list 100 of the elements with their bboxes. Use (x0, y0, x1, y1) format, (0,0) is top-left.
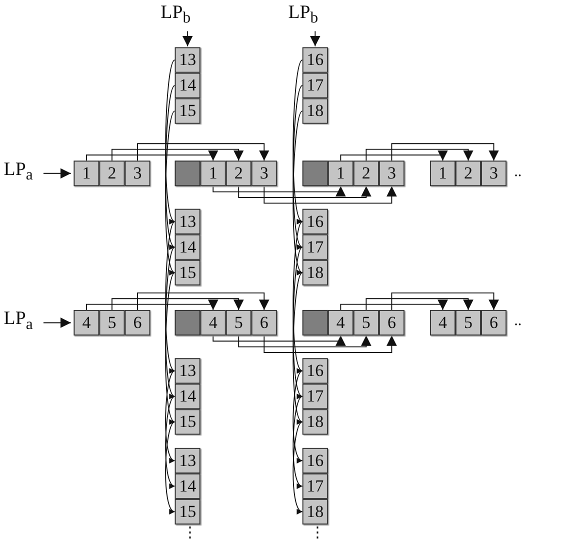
elbow-arrow (112, 148, 244, 162)
elbow-arrow (212, 335, 346, 346)
shaded-cell (302, 310, 328, 336)
arrow (43, 168, 72, 179)
number-cell: 2 (353, 160, 379, 186)
arrow (182, 30, 193, 47)
elbow-arrow (86, 300, 218, 310)
curved-arrow (165, 246, 176, 397)
ellipsis: .. (514, 312, 522, 330)
number-cell: 17 (302, 234, 328, 260)
number-cell: 17 (302, 72, 328, 98)
number-cell: 14 (174, 72, 200, 98)
curved-arrow (292, 110, 303, 274)
input-label: LP$_{a}$ (4, 158, 33, 184)
number-cell: 13 (174, 448, 200, 474)
input-label: LP$_{b}$ (288, 2, 318, 28)
number-cell: 3 (481, 160, 507, 186)
elbow-arrow (137, 292, 270, 310)
ellipsis: ⋮ (182, 523, 198, 542)
number-cell: 15 (174, 260, 200, 286)
curved-arrow (292, 60, 303, 222)
number-cell: 6 (481, 310, 507, 336)
curved-arrow (165, 85, 176, 248)
number-cell: 18 (302, 409, 328, 435)
number-cell: 13 (174, 358, 200, 384)
elbow-arrow (366, 298, 474, 310)
elbow-arrow (340, 300, 448, 310)
elbow-arrow (238, 335, 372, 348)
elbow-arrow (212, 186, 346, 197)
number-cell: 6 (378, 310, 404, 336)
number-cell: 2 (226, 160, 252, 186)
number-cell: 5 (226, 310, 252, 336)
number-cell: 15 (174, 409, 200, 435)
input-label: LP$_{b}$ (160, 2, 191, 28)
elbow-arrow (366, 148, 474, 162)
ellipsis: ⋮ (310, 523, 326, 542)
number-cell: 16 (302, 47, 328, 73)
number-cell: 18 (302, 498, 328, 524)
number-cell: 1 (328, 160, 354, 186)
number-cell: 13 (174, 47, 200, 73)
number-cell: 15 (174, 498, 200, 524)
curved-arrow (292, 421, 303, 512)
arrow (43, 318, 72, 328)
curved-arrow (165, 421, 176, 512)
curved-arrow (165, 110, 176, 274)
shaded-cell (174, 160, 200, 186)
number-cell: 6 (124, 310, 150, 336)
number-cell: 4 (430, 310, 456, 336)
elbow-arrow (264, 335, 397, 353)
number-cell: 16 (302, 208, 328, 234)
number-cell: 13 (174, 208, 200, 234)
number-cell: 14 (174, 234, 200, 260)
elbow-arrow (340, 150, 448, 162)
input-label: LP$_{a}$ (4, 308, 33, 334)
curved-arrow (165, 221, 176, 372)
curved-arrow (292, 396, 303, 487)
elbow-arrow (391, 143, 499, 162)
number-cell: 17 (302, 473, 328, 499)
number-cell: 5 (99, 310, 125, 336)
number-cell: 17 (302, 384, 328, 410)
curved-arrow (165, 370, 176, 462)
elbow-arrow (86, 150, 218, 162)
curved-arrow (292, 85, 303, 248)
number-cell: 14 (174, 473, 200, 499)
number-cell: 6 (251, 310, 277, 336)
number-cell: 3 (124, 160, 150, 186)
number-cell: 4 (74, 310, 100, 336)
number-cell: 3 (378, 160, 404, 186)
number-cell: 5 (353, 310, 379, 336)
number-cell: 15 (174, 98, 200, 124)
elbow-arrow (112, 298, 244, 310)
number-cell: 4 (200, 310, 226, 336)
curved-arrow (292, 246, 303, 397)
elbow-arrow (238, 186, 372, 198)
number-cell: 2 (456, 160, 481, 186)
curved-arrow (165, 60, 176, 222)
ellipsis: .. (514, 163, 522, 180)
number-cell: 1 (200, 160, 226, 186)
number-cell: 16 (302, 448, 328, 474)
number-cell: 18 (302, 260, 328, 286)
arrow (310, 30, 320, 47)
number-cell: 5 (456, 310, 481, 336)
elbow-arrow (264, 186, 397, 204)
number-cell: 4 (328, 310, 354, 336)
elbow-arrow (391, 292, 499, 310)
number-cell: 16 (302, 358, 328, 384)
curved-arrow (292, 221, 303, 372)
number-cell: 3 (251, 160, 277, 186)
number-cell: 1 (74, 160, 100, 186)
number-cell: 18 (302, 98, 328, 124)
elbow-arrow (137, 143, 270, 162)
curved-arrow (292, 272, 303, 422)
curved-arrow (165, 272, 176, 422)
shaded-cell (302, 160, 328, 186)
curved-arrow (292, 370, 303, 462)
curved-arrow (165, 396, 176, 487)
number-cell: 1 (430, 160, 456, 186)
number-cell: 2 (99, 160, 125, 186)
shaded-cell (174, 310, 200, 336)
number-cell: 14 (174, 384, 200, 410)
